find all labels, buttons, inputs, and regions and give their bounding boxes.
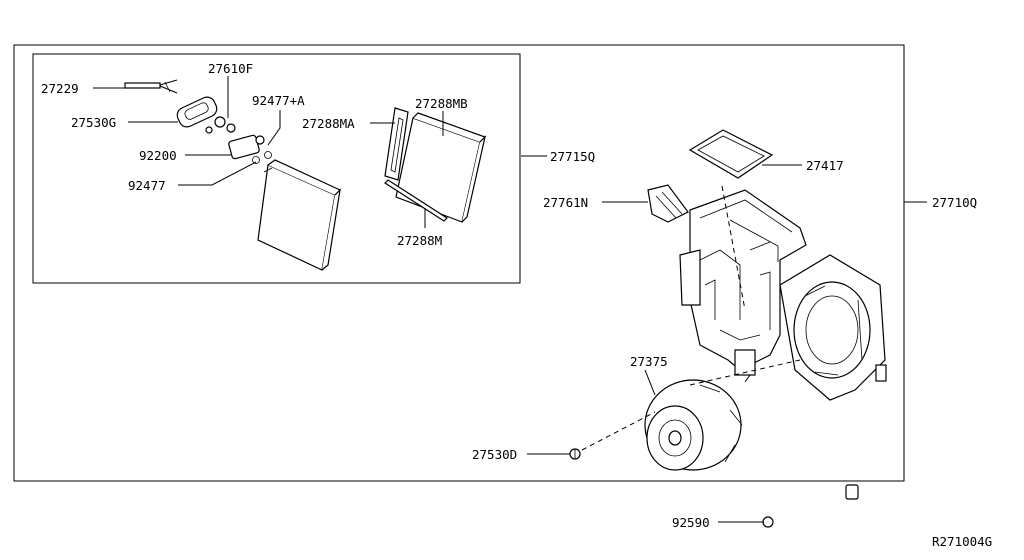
callout-27288m: 27288M bbox=[397, 233, 442, 248]
grommet-part bbox=[176, 96, 218, 128]
callout-27229: 27229 bbox=[41, 81, 79, 96]
callout-92477-a: 92477+A bbox=[252, 93, 305, 108]
expansion-valve-part bbox=[228, 134, 265, 160]
callout-27761n: 27761N bbox=[543, 195, 588, 210]
callout-92477: 92477 bbox=[128, 178, 166, 193]
inner-subassembly-frame bbox=[32, 53, 521, 284]
callout-27288ma: 27288MA bbox=[302, 116, 355, 131]
callout-92590: 92590 bbox=[672, 515, 710, 530]
drain-hose-part bbox=[762, 484, 859, 528]
callout-27288mb: 27288MB bbox=[415, 96, 468, 111]
callout-27375: 27375 bbox=[630, 354, 668, 369]
diagram-code: R271004G bbox=[932, 534, 992, 549]
o-ring-part bbox=[252, 151, 272, 164]
callout-27715q: 27715Q bbox=[550, 149, 595, 164]
callout-92200: 92200 bbox=[139, 148, 177, 163]
screw-part bbox=[569, 448, 581, 460]
callout-27710q: 27710Q bbox=[932, 195, 977, 210]
outer-assembly-frame bbox=[13, 44, 905, 482]
blower-case-part bbox=[779, 254, 887, 401]
evaporator-core-part bbox=[257, 159, 342, 271]
callout-27610f: 27610F bbox=[208, 61, 253, 76]
pin-part bbox=[124, 79, 178, 94]
filter-frame-part bbox=[384, 107, 409, 181]
callout-27530g: 27530G bbox=[71, 115, 116, 130]
callout-27417: 27417 bbox=[806, 158, 844, 173]
filter-element-part bbox=[395, 112, 487, 223]
seal-part bbox=[688, 129, 774, 179]
leader-lines bbox=[93, 76, 927, 523]
callout-27530d: 27530D bbox=[472, 447, 517, 462]
aspirator-part bbox=[647, 184, 689, 223]
blower-motor-part bbox=[644, 379, 743, 471]
filter-strip-part bbox=[384, 179, 448, 222]
fitting-part bbox=[205, 116, 236, 134]
heater-housing-part bbox=[679, 189, 807, 383]
